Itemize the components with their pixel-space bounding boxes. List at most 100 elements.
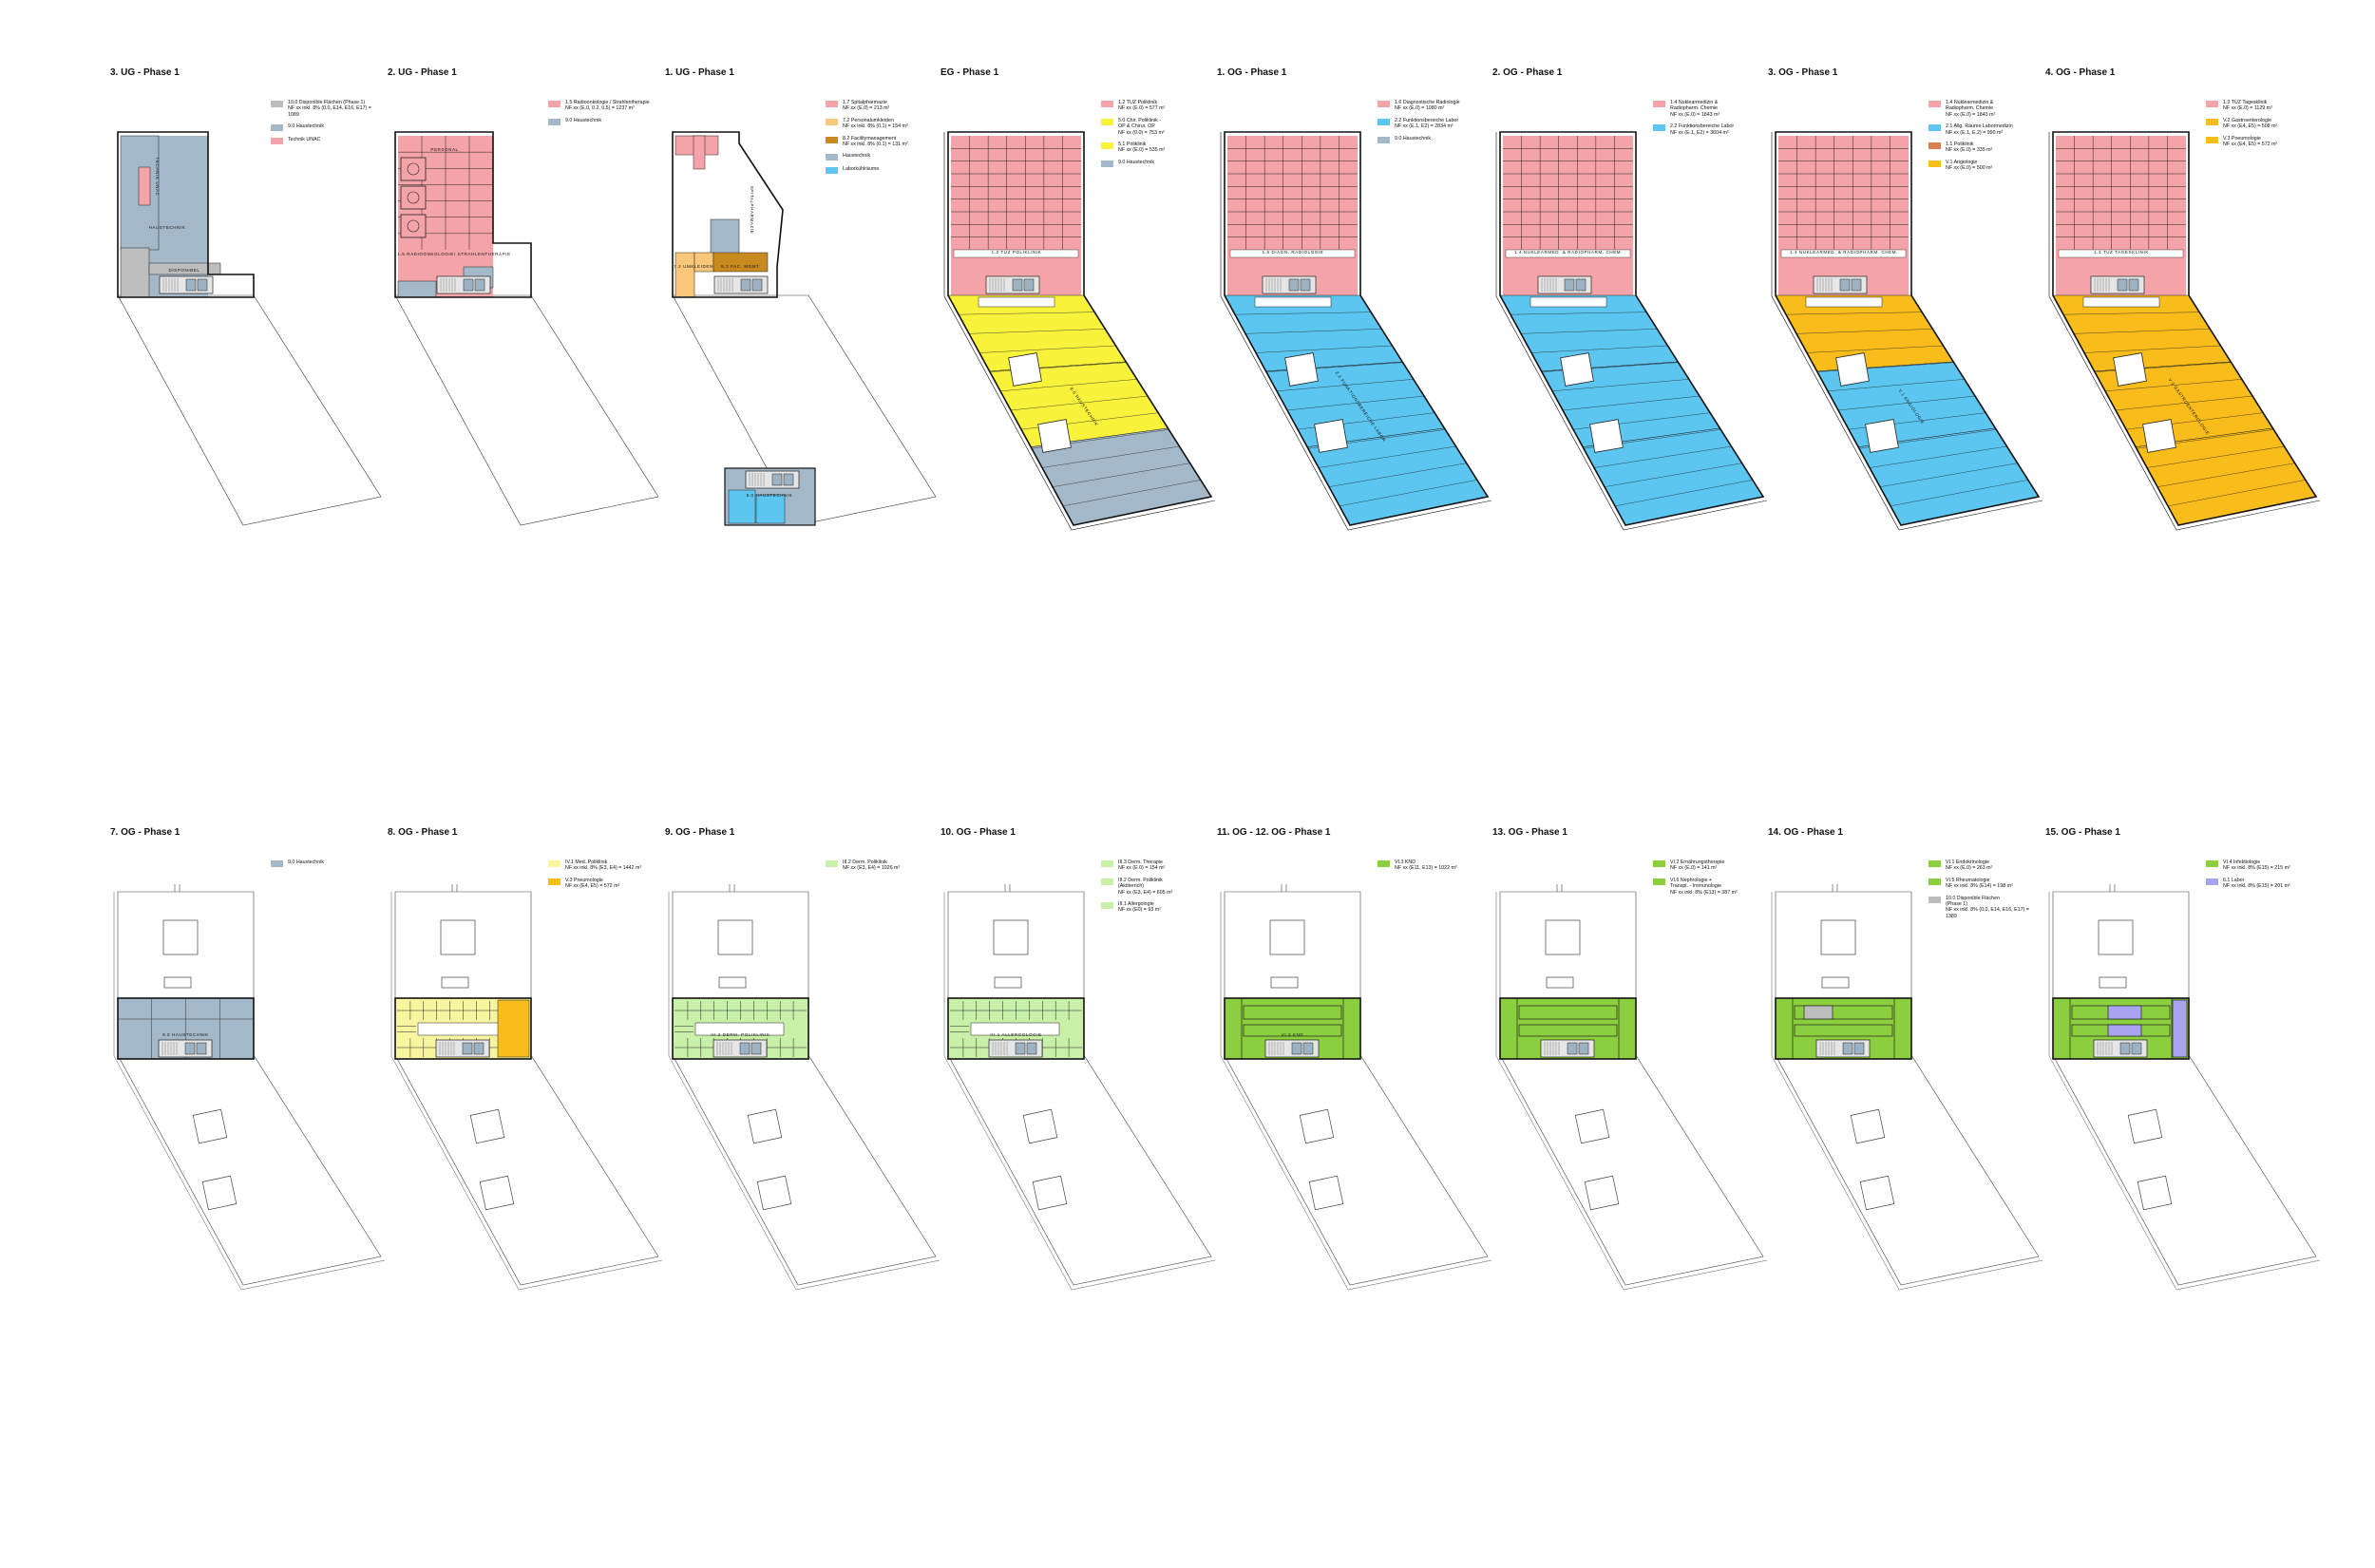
linac-icon: [407, 219, 420, 233]
upper-wing-fill: [1227, 136, 1358, 297]
elevator-shaft: [750, 1042, 762, 1055]
legend-text: VI.3 KND NF xx (E11, E13) = 1022 m²: [1395, 860, 1457, 872]
legend-text: V.2 Gastroenterologie NF xx (E4, E5) = 5…: [2223, 117, 2278, 130]
legend-item: V.2 Gastroenterologie NF xx (E4, E5) = 5…: [2206, 118, 2315, 130]
legend-swatch: [271, 138, 283, 145]
legend: 9.0 Haustechnik: [271, 860, 380, 873]
legend-swatch: [1928, 860, 1941, 867]
legend-item: 9.0 Haustechnik: [271, 860, 380, 867]
elevator-shaft: [783, 473, 794, 486]
room-wall: [1339, 480, 1477, 507]
elevator-shaft: [462, 1042, 473, 1055]
building-outline: [1775, 131, 2041, 526]
elevator-shaft: [1288, 278, 1300, 292]
legend-item: 2.1 Allg. Räume Labormedizin NF xx (E.1,…: [1928, 123, 2038, 136]
legend-text: 8.2 Facilitymanagement NF xx inkl. 8% (0…: [843, 135, 908, 148]
elevator-shaft: [739, 1042, 750, 1055]
legend-swatch: [548, 860, 560, 867]
legend-swatch: [2206, 118, 2218, 125]
legend-text: 1.2 TUZ Poliklinik NF xx (E.0) = 577 m²: [1118, 100, 1166, 112]
room-wall: [1052, 463, 1190, 487]
legend-item: 10.0 Disponible Flächen (Phase 1) NF xx …: [271, 100, 380, 118]
plan-geometry: III.2 DERM. POLIKLINIK: [668, 884, 940, 1291]
legend-text: V.3 Pneumologie NF xx (E4, E5) = 572 m²: [565, 877, 620, 890]
legend-swatch: [1101, 118, 1113, 125]
legend-swatch: [1378, 101, 1390, 107]
legend-item: 7.2 Personalumkleiden NF xx inkl. 8% (0.…: [826, 118, 935, 130]
courtyard-ghost: [440, 919, 476, 955]
plan-label: HAUSTECHNIK: [149, 225, 186, 230]
legend-swatch: [2206, 101, 2218, 107]
legend-item: Haustechnik: [826, 153, 935, 161]
plot-boundary: [2048, 892, 2321, 1291]
room-wall: [1614, 480, 1753, 507]
room-wall: [1562, 395, 1700, 411]
main-corridor: [2058, 249, 2184, 258]
legend: VI.2 Ernährungstherapie NF xx (E.0) = 14…: [1653, 860, 1762, 901]
elevator-shaft: [751, 278, 763, 292]
legend: VI.1 Endokrinologie NF xx (E.0) = 263 m²…: [1928, 860, 2038, 925]
room-wall: [1010, 395, 1149, 411]
legend-text: IV.1 Med. Poliklinik NF xx inkl. 8% (E3,…: [565, 860, 642, 872]
upper-wing-fill: [1503, 136, 1633, 297]
connector-corridor: [1805, 296, 1883, 308]
open-plan-zone: [1243, 1005, 1342, 1020]
open-plan-zone: [1243, 1024, 1342, 1037]
legend: III.3 Derm. Therapie NF xx (E.0) = 154 m…: [1101, 860, 1210, 919]
floor-title: 1. UG - Phase 1: [665, 67, 734, 78]
legend-item: 1.4 Nuklearmedizin & Radiopharm. Chemie …: [1928, 100, 2038, 118]
tower-floor-outline: [1224, 997, 1361, 1060]
legend-swatch: [1101, 902, 1113, 910]
room-wall: [1530, 345, 1668, 353]
legend-text: 2.2 Funktionsbereiche Labor NF xx (E.1, …: [1395, 117, 1459, 130]
courtyard: [1560, 352, 1594, 387]
legend-text: 9.0 Haustechnik: [565, 117, 601, 123]
legend-text: 2.1 Allg. Räume Labormedizin NF xx (E.1,…: [1946, 123, 2013, 136]
elevator-shaft: [2131, 1042, 2142, 1055]
floor-title: 9. OG - Phase 1: [665, 827, 735, 838]
plot-outline: [394, 294, 659, 526]
technik-room: [397, 280, 437, 298]
legend-swatch: [1928, 878, 1941, 885]
wing-label: 1.2 TUZ POLIKLINIK: [992, 250, 1042, 255]
floor-title: 3. OG - Phase 1: [1768, 67, 1838, 78]
elevator-shaft: [1564, 278, 1575, 292]
floor-title: 10. OG - Phase 1: [940, 827, 1016, 838]
legend-text: VI.4 Infektiologie NF xx inkl. 8% (E15) …: [2223, 860, 2290, 872]
bunker: [400, 214, 427, 238]
connector-corridor: [1254, 296, 1332, 308]
room-wall: [1806, 345, 1944, 353]
elevator-shaft: [1012, 278, 1023, 292]
elevator-shaft: [184, 1042, 196, 1055]
legend-text: 5.1 Poliklinik NF xx (E.0) = 535 m²: [1118, 142, 1166, 154]
elevator-shaft: [1015, 1042, 1026, 1055]
floor-title: 4. OG - Phase 1: [2045, 67, 2116, 78]
room-wall: [2115, 395, 2253, 411]
floor-panel-15-og-phase-1: 15. OG - Phase 1 VI.4 Infektiologie NF xx…: [2045, 827, 2321, 1568]
floor-title: 15. OG - Phase 1: [2045, 827, 2120, 838]
courtyard-ghost: [1859, 1175, 1895, 1211]
legend-item: 5.1 Poliklinik NF xx (E.0) = 535 m²: [1101, 142, 1210, 154]
elevator-shaft: [473, 1042, 484, 1055]
courtyard: [1008, 352, 1042, 387]
legend-item: VI.1 Endokrinologie NF xx (E.0) = 263 m²: [1928, 860, 2038, 872]
floor-plan-drawing: 1.4 NUKLEARMED. & RADIOPHARM. CHEM.V.1 A…: [1771, 131, 2043, 531]
legend-swatch: [1378, 136, 1390, 143]
room-wall: [1286, 395, 1425, 411]
room-wall: [2167, 480, 2306, 507]
linac-icon: [407, 162, 420, 176]
courtyard-ghost: [756, 1175, 792, 1211]
legend-text: III.3 Derm. Therapie NF xx (E.0) = 154 m…: [1118, 860, 1166, 872]
legend-item: III.2 Derm. Poliklinik (Aktiterrich) NF …: [1101, 878, 1210, 896]
legend: VI.3 KND NF xx (E11, E13) = 1022 m²: [1378, 860, 1487, 878]
legend-swatch: [1928, 896, 1941, 903]
room-wall: [978, 345, 1116, 353]
tower-floor-outline: [2052, 997, 2190, 1060]
legend-text: 1.4 Nuklearmedizin & Radiopharm. Chemie …: [1946, 100, 1996, 118]
legend-text: V.3 Pneumologie NF xx (E4, E5) = 572 m²: [2223, 135, 2278, 148]
